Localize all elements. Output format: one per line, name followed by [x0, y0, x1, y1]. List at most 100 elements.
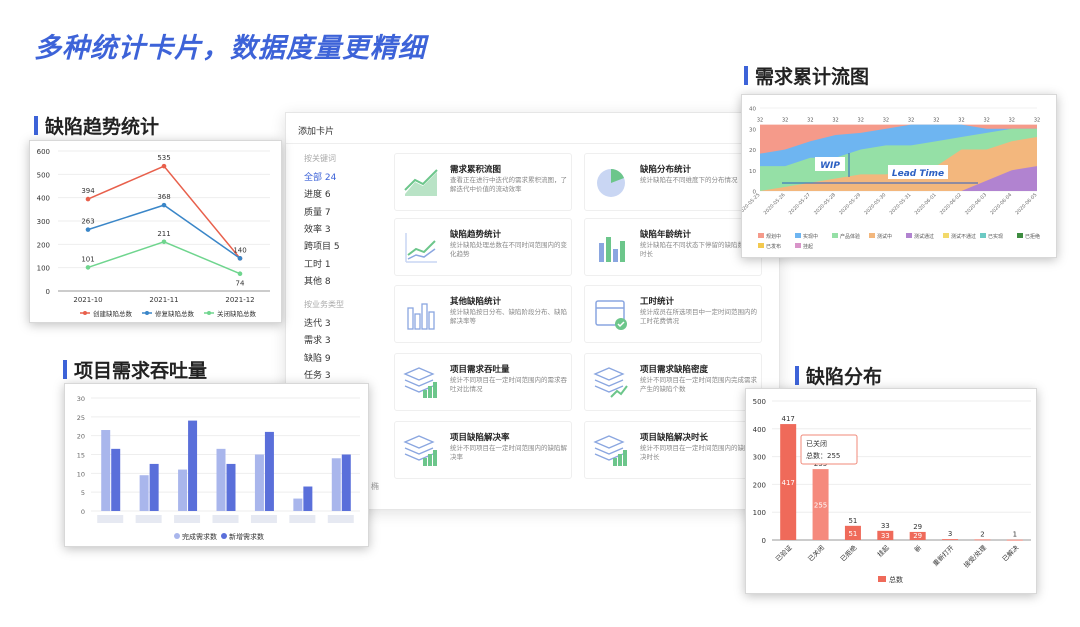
data-label: 29: [913, 523, 922, 531]
legend-label: 测试通过: [914, 233, 934, 240]
legend-label: 完成需求数: [182, 532, 217, 541]
top-data-label: 32: [908, 118, 914, 124]
top-data-label: 32: [782, 118, 788, 124]
stat-card[interactable]: 其他缺陷统计统计缺陷按日分布、缺陷阶段分布、缺陷解决率等: [394, 285, 572, 343]
bar[interactable]: [303, 486, 313, 511]
filter-item[interactable]: 全部 24: [304, 173, 337, 183]
bar[interactable]: [341, 454, 351, 512]
stat-card[interactable]: 需求累积流图查看正在进行中迭代的需求累积流图，了解迭代中价值的流动效率: [394, 153, 572, 211]
lead-time-annotation: Lead Time: [892, 169, 944, 179]
tooltip-text: 总数：255: [806, 451, 840, 460]
data-point[interactable]: [237, 271, 243, 277]
filter-group-heading: 按关键词: [304, 154, 336, 163]
bar[interactable]: [942, 539, 959, 540]
bar[interactable]: [1006, 539, 1023, 541]
stat-card[interactable]: 缺陷趋势统计统计缺陷处理总数在不同时间范围内的变化趋势: [394, 218, 572, 276]
stat-card[interactable]: 项目需求吞吐量统计不同项目在一定时间范围内的需求吞吐对比情况: [394, 353, 572, 411]
x-tick-label: 2020-06-04: [989, 192, 1013, 216]
bar-chart-icon: [599, 237, 625, 262]
data-point[interactable]: [237, 256, 243, 261]
data-point[interactable]: [161, 239, 167, 245]
filter-item[interactable]: 需求 3: [304, 336, 331, 347]
data-point[interactable]: [85, 196, 91, 202]
bar[interactable]: [331, 458, 341, 511]
legend-swatch: [832, 233, 838, 238]
pie-chart-icon: [597, 169, 625, 197]
data-label: 74: [236, 280, 245, 288]
y-tick-label: 100: [753, 509, 766, 517]
x-tick-placeholder: [174, 515, 201, 523]
filter-item[interactable]: 缺陷 9: [304, 353, 331, 364]
bar[interactable]: [909, 531, 926, 540]
data-label: 417: [782, 415, 795, 423]
stat-card-title: 缺陷年龄统计: [640, 230, 692, 240]
stat-card[interactable]: 项目缺陷解决时长统计不同项目在一定时间范围内的缺陷解决时长: [584, 421, 762, 479]
bar[interactable]: [111, 448, 121, 511]
data-point[interactable]: [161, 202, 167, 208]
stat-card[interactable]: 缺陷年龄统计统计缺陷在不同状态下停留的缺陷数量与时长: [584, 218, 762, 276]
bar[interactable]: [226, 463, 236, 511]
bar[interactable]: [188, 420, 198, 511]
y-tick-label: 0: [81, 508, 85, 516]
stat-card-title: 缺陷分布统计: [640, 165, 692, 175]
legend-label: 测试中: [877, 233, 892, 240]
bar[interactable]: [293, 498, 303, 511]
stat-card[interactable]: 项目需求缺陷密度统计不同项目在一定时间范围内完成需求产生的缺陷个数: [584, 353, 762, 411]
bar[interactable]: [216, 448, 226, 511]
filter-item[interactable]: 跨项目 5: [304, 242, 340, 253]
filter-item[interactable]: 质量 7: [304, 207, 331, 218]
y-tick-label: 400: [753, 426, 766, 434]
defect-dist-chart-panel: 0100200300400500417417已验证255255已关闭5151已拒…: [745, 388, 1037, 594]
bar[interactable]: [877, 530, 894, 540]
bar[interactable]: [974, 539, 991, 541]
bar[interactable]: [844, 525, 861, 540]
filter-item[interactable]: 进度 6: [304, 190, 331, 201]
bar[interactable]: [101, 430, 111, 511]
stat-card-title: 其他缺陷统计: [450, 297, 502, 307]
data-point[interactable]: [85, 265, 91, 270]
bar[interactable]: [780, 424, 797, 540]
stat-card-title: 项目需求吞吐量: [450, 365, 510, 375]
filter-item[interactable]: 迭代 3: [304, 319, 331, 329]
filter-item[interactable]: 其他 8: [304, 276, 331, 287]
data-label: 51: [848, 517, 857, 525]
stat-card-desc: 统计不同项目在一定时间范围内的缺陷解决时长: [640, 444, 757, 461]
accent-bar: [34, 116, 38, 135]
bar[interactable]: [178, 469, 188, 511]
bar[interactable]: [149, 463, 159, 511]
x-tick-label: 已关闭: [806, 543, 826, 563]
filter-item[interactable]: 效率 3: [304, 224, 331, 235]
filter-item[interactable]: 工时 1: [304, 259, 331, 270]
bar[interactable]: [264, 431, 274, 511]
page-headline: 多种统计卡片，数据度量更精细: [34, 33, 426, 64]
stat-card[interactable]: 工时统计统计成员在所选项目中一定时间范围内的工时花费情况: [584, 285, 762, 343]
bar[interactable]: [254, 454, 264, 512]
data-point[interactable]: [161, 163, 167, 169]
stat-card[interactable]: 项目缺陷解决率统计不同项目在一定时间范围内的缺陷解决率: [394, 421, 572, 479]
filter-item[interactable]: 任务 3: [304, 370, 331, 381]
top-data-label: 32: [933, 118, 939, 124]
stat-card-desc: 查看正在进行中迭代的需求累积流图，了解迭代中价值的流动效率: [450, 176, 567, 193]
stat-card[interactable]: 缺陷分布统计统计缺陷在不同维度下的分布情况: [584, 153, 762, 211]
y-tick-label: 400: [37, 195, 50, 203]
bar[interactable]: [812, 469, 829, 540]
x-tick-label: 已解决: [1000, 543, 1021, 564]
legend-swatch: [795, 243, 801, 248]
area-series: [760, 166, 1037, 191]
y-tick-label: 500: [753, 398, 766, 406]
y-tick-label: 10: [77, 470, 85, 478]
bar[interactable]: [139, 475, 149, 511]
tooltip-title: 已关闭: [806, 439, 827, 448]
top-data-label: 32: [757, 118, 763, 124]
data-point[interactable]: [85, 227, 91, 232]
legend-swatch: [758, 233, 764, 238]
y-tick-label: 100: [37, 265, 50, 273]
inner-data-label: 255: [814, 502, 827, 510]
x-tick-label: 2020-05-26: [763, 192, 787, 216]
defect-dist-chart: 0100200300400500417417已验证255255已关闭5151已拒…: [753, 398, 1031, 584]
legend-marker: [145, 311, 149, 315]
x-tick-label: 2020-06-05: [1014, 192, 1038, 216]
legend-label: 总数: [889, 575, 903, 584]
